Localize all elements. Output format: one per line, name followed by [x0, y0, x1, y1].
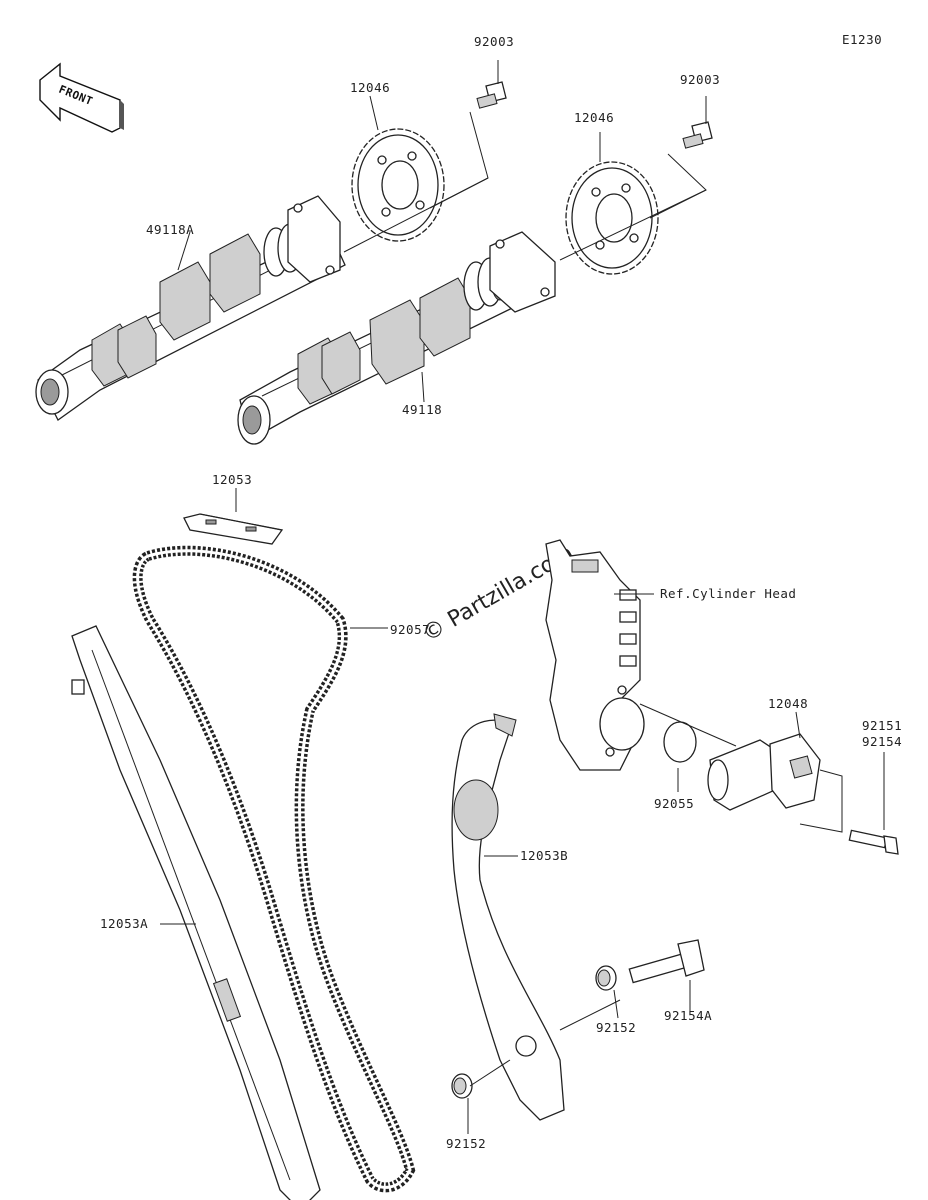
- sprocket-12046-right[interactable]: [565, 161, 659, 275]
- bolt-92003-right[interactable]: [682, 121, 713, 149]
- tensioner-12048[interactable]: [707, 733, 821, 811]
- bolt-92151-92154[interactable]: [848, 829, 899, 855]
- label-92154: 92154: [862, 734, 902, 749]
- label-12053b: 12053B: [520, 848, 568, 863]
- guide-12053a[interactable]: [71, 625, 321, 1200]
- collar-92152-right[interactable]: [595, 965, 617, 991]
- diagram-code: E1230: [842, 32, 882, 47]
- bolt-92154a[interactable]: [628, 939, 705, 984]
- label-92152-right: 92152: [596, 1020, 636, 1035]
- label-92003-left: 92003: [474, 34, 514, 49]
- label-92003-right: 92003: [680, 72, 720, 87]
- bolt-92003-left[interactable]: [476, 81, 507, 109]
- label-92151: 92151: [862, 718, 902, 733]
- guide-12053b[interactable]: [451, 713, 565, 1121]
- guide-12053[interactable]: [183, 513, 284, 545]
- collar-92152-bottom[interactable]: [451, 1073, 473, 1099]
- label-12048: 12048: [768, 696, 808, 711]
- timing-chain-92057[interactable]: [132, 545, 416, 1193]
- label-49118: 49118: [402, 402, 442, 417]
- label-12053a: 12053A: [100, 916, 148, 931]
- label-12046-right: 12046: [574, 110, 614, 125]
- camshaft-49118a[interactable]: [35, 195, 346, 421]
- label-92055: 92055: [654, 796, 694, 811]
- label-92154a: 92154A: [664, 1008, 712, 1023]
- label-49118a: 49118A: [146, 222, 194, 237]
- sprocket-12046-left[interactable]: [351, 128, 445, 242]
- label-cylinder-head: Ref.Cylinder Head: [660, 586, 796, 601]
- camshaft-49118[interactable]: [237, 231, 556, 445]
- cylinder-head-ref: [545, 539, 645, 771]
- front-arrow-icon: FRONT: [39, 62, 124, 133]
- label-92152-bottom: 92152: [446, 1136, 486, 1151]
- label-12046-left: 12046: [350, 80, 390, 95]
- label-12053: 12053: [212, 472, 252, 487]
- oring-92055[interactable]: [663, 721, 697, 763]
- label-92057: 92057: [390, 622, 430, 637]
